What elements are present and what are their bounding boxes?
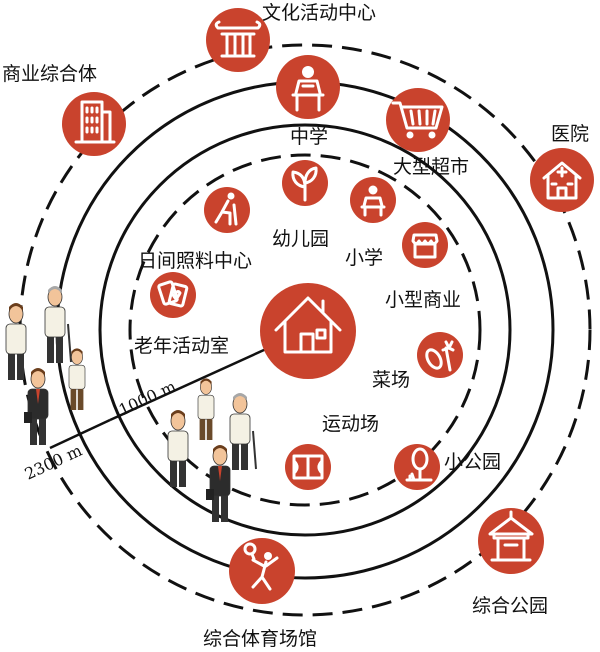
court-icon — [292, 454, 324, 480]
facility-elderly-room — [150, 272, 196, 318]
facility-culture-center — [206, 8, 270, 72]
facility-comprehensive-park — [478, 508, 544, 574]
student-desk-icon — [360, 185, 386, 217]
hospital-icon — [542, 161, 582, 200]
label-supermarket: 大型超市 — [393, 156, 469, 178]
resident-figure — [24, 368, 49, 445]
label-culture-center: 文化活动中心 — [262, 2, 376, 24]
facility-hospital — [530, 148, 594, 212]
label-middle-school: 中学 — [290, 126, 328, 148]
label-small-park: 小公园 — [444, 451, 501, 473]
facility-daycare — [204, 187, 250, 233]
resident-figure — [197, 378, 215, 440]
facility-small-park — [394, 444, 440, 490]
label-small-shops: 小型商业 — [385, 289, 461, 311]
label-kindergarten: 幼儿园 — [272, 228, 329, 250]
resident-figure — [229, 393, 257, 470]
facility-sports-field — [285, 444, 331, 490]
facility-kindergarten — [282, 160, 328, 206]
facility-small-shops — [402, 222, 448, 268]
label-hospital: 医院 — [551, 123, 589, 145]
facility-market — [417, 332, 463, 378]
label-commercial-complex: 商业综合体 — [2, 63, 97, 85]
resident-figure — [206, 445, 231, 522]
column-icon — [214, 20, 262, 58]
center-home — [260, 283, 356, 379]
radius-line-outer — [49, 418, 111, 450]
facility-middle-school — [276, 55, 340, 119]
facility-stadium — [229, 538, 295, 604]
cards-icon — [157, 280, 189, 308]
outer-ring-dashed — [18, 43, 592, 617]
resident-figure — [5, 303, 27, 380]
building-icon — [74, 100, 116, 144]
vegetables-icon — [425, 340, 455, 372]
resident-figure — [167, 410, 189, 487]
residents-group — [5, 286, 257, 522]
facility-supermarket — [386, 88, 450, 152]
label-market: 菜场 — [372, 369, 410, 391]
resident-figure — [44, 286, 72, 363]
inner-ring-dashed — [128, 153, 482, 507]
facility-commercial-complex — [62, 92, 126, 156]
elderly-walker-icon — [214, 192, 238, 226]
label-comprehensive-park: 综合公园 — [472, 595, 548, 617]
label-elderly-room: 老年活动室 — [134, 335, 229, 357]
tree-icon — [405, 447, 433, 482]
resident-figure — [68, 348, 86, 410]
student-desk-icon — [291, 66, 325, 112]
label-sports-field: 运动场 — [322, 413, 379, 435]
facility-primary-school — [350, 177, 396, 223]
distance-label-inner: 1000 m — [116, 377, 179, 420]
shop-awning-icon — [411, 233, 439, 259]
label-stadium: 综合体育场馆 — [203, 628, 317, 650]
athlete-icon — [243, 542, 279, 591]
shopping-cart-icon — [391, 101, 444, 139]
inner-ring-solid — [98, 123, 512, 537]
pavilion-icon — [488, 510, 534, 562]
sprout-icon — [291, 166, 318, 202]
label-primary-school: 小学 — [345, 247, 383, 269]
label-daycare: 日间照料中心 — [138, 250, 252, 272]
house-icon — [274, 296, 342, 354]
